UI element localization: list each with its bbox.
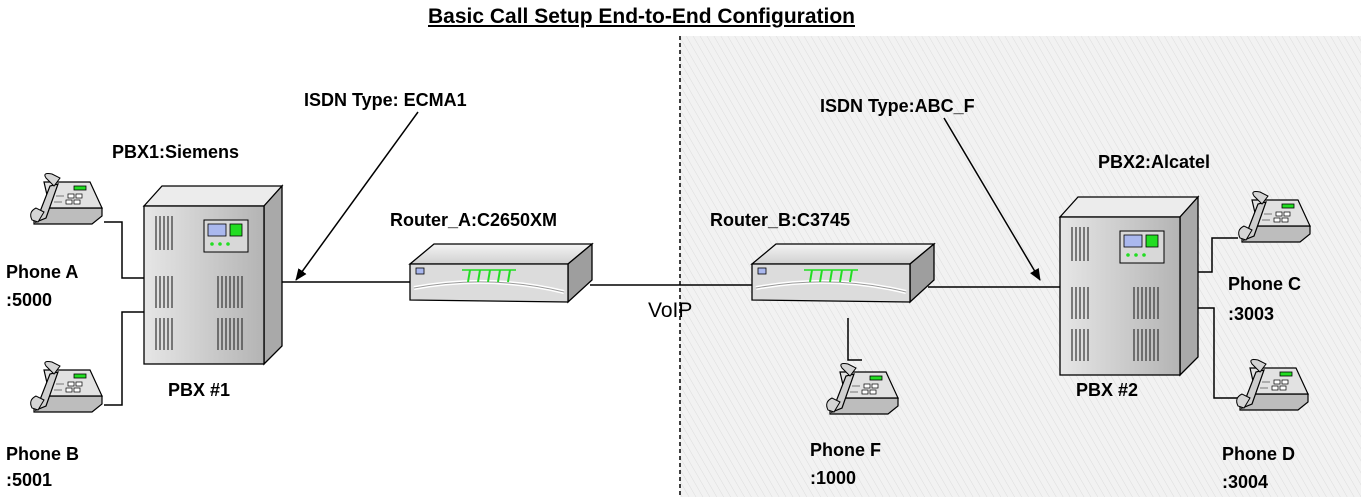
router-a-icon [408,242,594,304]
line-phone-a [104,221,144,279]
router-a-label: Router_A:C2650XM [390,210,558,230]
pbx1-label: PBX #1 [168,380,231,400]
isdn-right-label: ISDN Type:ABC_F [820,96,975,116]
phone-d-ext: :3004 [1222,472,1269,492]
router-b-icon [750,242,936,304]
connection-lines [104,111,1238,406]
phone-c-ext: :3003 [1228,304,1275,324]
line-phone-b [104,311,144,406]
pbx1-icon [143,185,283,365]
phone-c-name: Phone C [1228,274,1302,294]
line-phone-d [1188,307,1238,399]
phone-a-name: Phone A [6,262,79,282]
phone-b-name: Phone B [6,444,80,464]
router-b-label: Router_B:C3745 [710,210,851,230]
pbx2-name: PBX2:Alcatel [1098,152,1211,172]
phone-a-icon [30,172,103,225]
phone-f-ext: :1000 [810,468,857,488]
isdn-right-arrow [943,117,1041,281]
isdn-left-label: ISDN Type: ECMA1 [304,90,467,110]
pbx2-icon [1059,196,1199,376]
pbx2-label: PBX #2 [1076,380,1139,400]
diagram-title: Basic Call Setup End-to-End Configuratio… [428,5,855,28]
phone-f-name: Phone F [810,440,881,460]
isdn-left-arrow [295,111,419,281]
phone-a-ext: :5000 [6,290,53,310]
voip-label: VoIP [648,299,693,322]
line-phone-f [847,318,862,361]
phone-d-name: Phone D [1222,444,1296,464]
phone-b-icon [30,360,103,413]
pbx1-name: PBX1:Siemens [112,142,240,162]
line-phone-c [1188,237,1238,273]
phone-b-ext: :5001 [6,470,53,490]
